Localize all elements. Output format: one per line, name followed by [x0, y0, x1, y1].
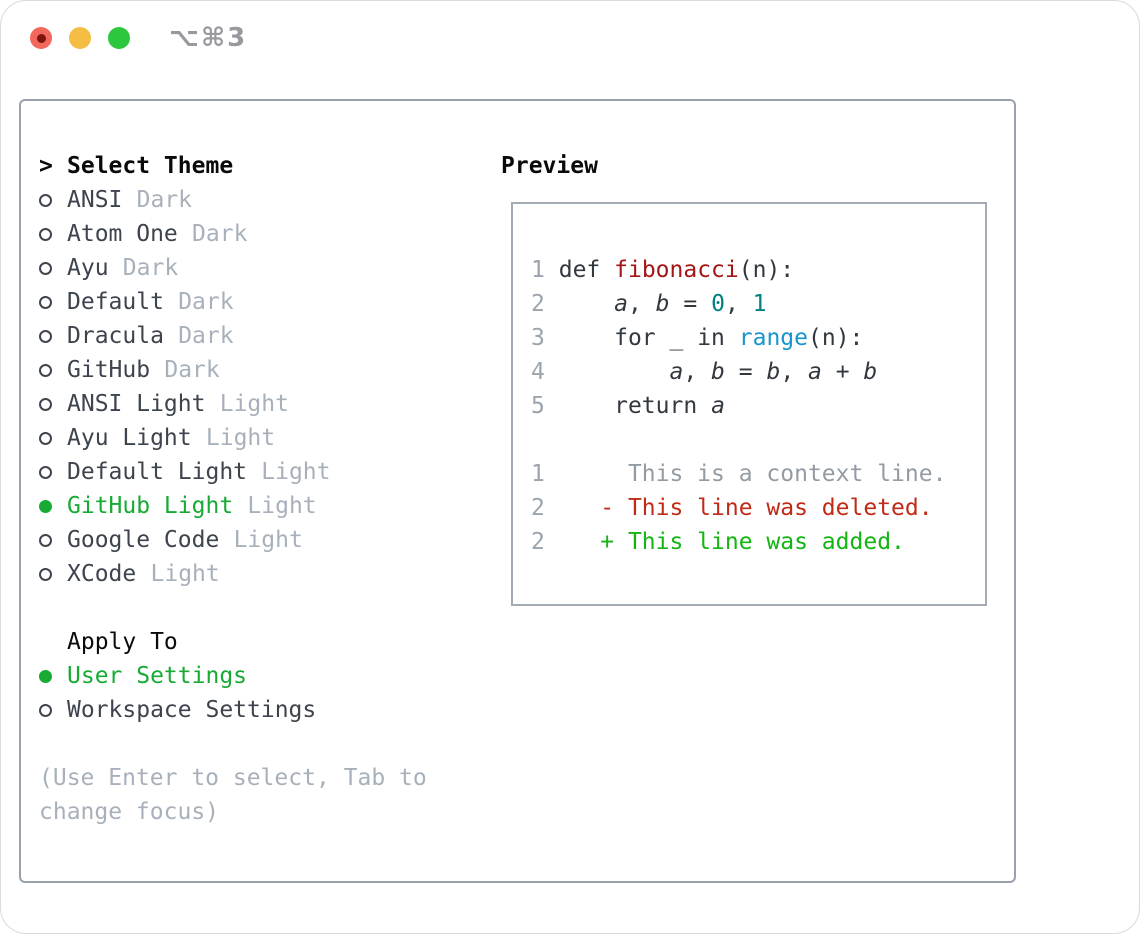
- option-label: ANSI: [67, 187, 123, 213]
- radio-unselected-icon: [39, 261, 67, 275]
- preview-title: Preview: [501, 153, 598, 179]
- titlebar: ⌥⌘3: [1, 1, 1139, 77]
- option-label: Default Light: [67, 459, 248, 485]
- code-line: 5 return a: [531, 393, 725, 419]
- line-number: 4: [531, 359, 545, 385]
- option-variant-label: Dark: [192, 221, 248, 247]
- radio-unselected-icon: [39, 465, 67, 479]
- option-label: Atom One: [67, 221, 178, 247]
- option-label: Workspace Settings: [67, 697, 317, 723]
- apply-option-workspace-settings[interactable]: Workspace Settings: [39, 693, 427, 727]
- option-label: Default: [67, 289, 164, 315]
- theme-option-default-light[interactable]: Default Light Light: [39, 455, 427, 489]
- code-line: 2 - This line was deleted.: [531, 495, 933, 521]
- radio-unselected-icon: [39, 567, 67, 581]
- radio-selected-icon: [39, 669, 67, 683]
- radio-unselected-icon: [39, 431, 67, 445]
- option-variant-label: Light: [205, 425, 276, 451]
- theme-option-ansi[interactable]: ANSI Dark: [39, 183, 427, 217]
- theme-option-dracula[interactable]: Dracula Dark: [39, 319, 427, 353]
- option-label: Ayu Light: [67, 425, 192, 451]
- line-number: 2: [531, 529, 545, 555]
- theme-option-xcode[interactable]: XCode Light: [39, 557, 427, 591]
- option-label: GitHub Light: [67, 493, 234, 519]
- option-variant-label: Dark: [122, 255, 179, 281]
- line-number: 2: [531, 495, 545, 521]
- minimize-button[interactable]: [69, 27, 91, 49]
- line-number: 3: [531, 325, 545, 351]
- radio-unselected-icon: [39, 397, 67, 411]
- prompt-icon: >: [39, 153, 53, 179]
- line-number: 2: [531, 291, 545, 317]
- select-theme-title: Select Theme: [67, 153, 234, 179]
- code-line: 2 a, b = 0, 1: [531, 291, 767, 317]
- preview-pane: 1 def fibonacci(n): 2 a, b = 0, 1 3 for _ …: [511, 202, 987, 606]
- line-number: 5: [531, 393, 545, 419]
- code-line: 2 + This line was added.: [531, 529, 905, 555]
- theme-option-github-light[interactable]: GitHub Light Light: [39, 489, 427, 523]
- code-line: 3 for _ in range(n):: [531, 325, 864, 351]
- option-label: XCode: [67, 561, 137, 587]
- theme-option-ansi-light[interactable]: ANSI Light Light: [39, 387, 427, 421]
- theme-option-default[interactable]: Default Dark: [39, 285, 427, 319]
- theme-option-atom-one[interactable]: Atom One Dark: [39, 217, 427, 251]
- option-variant-label: Light: [150, 561, 220, 587]
- option-label: ANSI Light: [67, 391, 206, 417]
- theme-option-google-code[interactable]: Google Code Light: [39, 523, 427, 557]
- line-number: 1: [531, 461, 545, 487]
- select-theme-header: > Select Theme: [39, 149, 427, 183]
- hint-line: (Use Enter to select, Tab to: [39, 765, 427, 791]
- code-line: [531, 423, 981, 457]
- apply-to-title: Apply To: [67, 629, 178, 655]
- option-variant-label: Light: [233, 527, 303, 553]
- radio-selected-icon: [39, 499, 67, 513]
- zoom-button[interactable]: [108, 27, 130, 49]
- option-label: GitHub: [67, 357, 151, 383]
- code-line: 1 def fibonacci(n):: [531, 257, 795, 283]
- radio-unselected-icon: [39, 295, 67, 309]
- unsaved-changes-dot: [36, 33, 46, 43]
- radio-unselected-icon: [39, 703, 67, 717]
- option-variant-label: Dark: [178, 323, 234, 349]
- code-block: 1 def fibonacci(n): 2 a, b = 0, 1 3 for _ …: [531, 253, 981, 559]
- close-button[interactable]: [30, 27, 52, 49]
- option-variant-label: Light: [247, 493, 317, 519]
- code-line: 4 a, b = b, a + b: [531, 359, 878, 385]
- radio-unselected-icon: [39, 363, 67, 377]
- option-label: Google Code: [67, 527, 220, 553]
- option-variant-label: Dark: [136, 187, 193, 213]
- code-line: 1 This is a context line.: [531, 461, 947, 487]
- radio-unselected-icon: [39, 193, 67, 207]
- option-label: Dracula: [67, 323, 164, 349]
- radio-unselected-icon: [39, 533, 67, 547]
- hint-text: (Use Enter to select, Tab to change focu…: [39, 761, 427, 829]
- theme-option-ayu-light[interactable]: Ayu Light Light: [39, 421, 427, 455]
- apply-option-user-settings[interactable]: User Settings: [39, 659, 427, 693]
- theme-option-ayu[interactable]: Ayu Dark: [39, 251, 427, 285]
- option-variant-label: Light: [219, 391, 289, 417]
- option-variant-label: Light: [261, 459, 331, 485]
- apply-to-header: Apply To: [39, 625, 427, 659]
- radio-unselected-icon: [39, 329, 67, 343]
- hint-line: change focus): [39, 799, 220, 825]
- theme-option-github[interactable]: GitHub Dark: [39, 353, 427, 387]
- option-variant-label: Dark: [164, 357, 220, 383]
- radio-unselected-icon: [39, 227, 67, 241]
- line-number: 1: [531, 257, 545, 283]
- option-label: User Settings: [67, 663, 248, 689]
- window-title: ⌥⌘3: [169, 23, 248, 53]
- option-label: Ayu: [67, 255, 109, 281]
- option-variant-label: Dark: [178, 289, 234, 315]
